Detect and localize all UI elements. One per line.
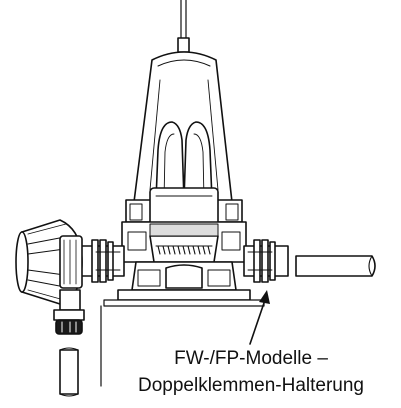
right-pipe	[295, 255, 376, 277]
gauge-dial	[15, 219, 85, 335]
lower-base	[103, 261, 265, 307]
bottom-pipe	[59, 347, 79, 397]
caption-line-1: FW-/FP-Modelle –	[174, 348, 328, 369]
left-coupling	[79, 239, 125, 283]
right-coupling	[243, 239, 289, 283]
top-cable	[177, 0, 190, 53]
leader-arrow	[100, 290, 270, 387]
upper-housing	[133, 51, 233, 203]
caption-line-2: Doppelklemmen-Halterung	[138, 375, 364, 396]
